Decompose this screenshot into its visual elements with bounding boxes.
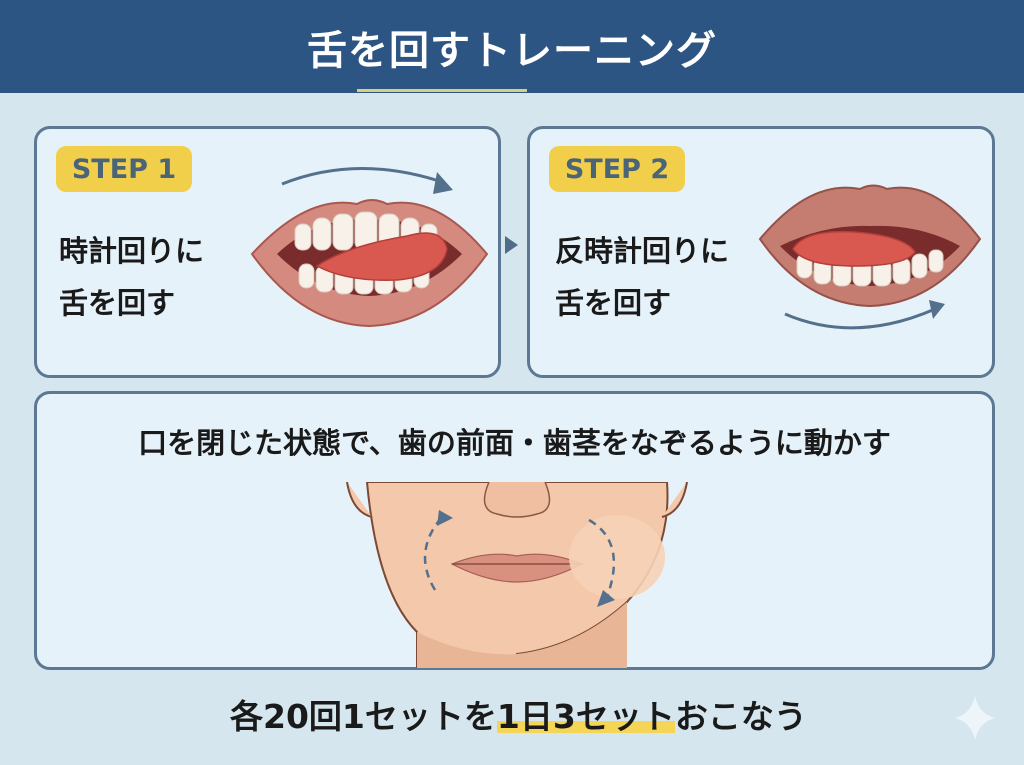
title-underline bbox=[357, 88, 527, 92]
sparkle-icon bbox=[955, 696, 995, 740]
face-closed-mouth-icon bbox=[346, 482, 688, 668]
page-title: 舌を回すトレーニング bbox=[307, 18, 717, 92]
repetition-instruction: 各20回1セットを1日3セットおこなう bbox=[230, 697, 807, 736]
step-description: 反時計回りに 舌を回す bbox=[555, 234, 730, 320]
mouth-clockwise-icon bbox=[250, 167, 489, 328]
header-bar: 舌を回すトレーニング bbox=[0, 0, 1024, 93]
highlighted-text: 1日3セット bbox=[496, 697, 675, 736]
step-2-card: STEP 2 反時計回りに 舌を回す bbox=[527, 126, 995, 378]
closed-mouth-card: 口を閉じた状態で、歯の前面・歯茎をなぞるように動かす bbox=[34, 391, 995, 670]
step-badge: STEP 1 bbox=[56, 146, 192, 192]
closed-mouth-instruction: 口を閉じた状態で、歯の前面・歯茎をなぞるように動かす bbox=[138, 426, 891, 460]
mouth-counterclockwise-icon bbox=[758, 184, 982, 330]
step-1-card: STEP 1 時計回りに 舌を回す bbox=[34, 126, 501, 378]
step-badge: STEP 2 bbox=[549, 146, 685, 192]
next-step-arrow-icon bbox=[505, 236, 518, 254]
step-description: 時計回りに 舌を回す bbox=[59, 234, 205, 320]
